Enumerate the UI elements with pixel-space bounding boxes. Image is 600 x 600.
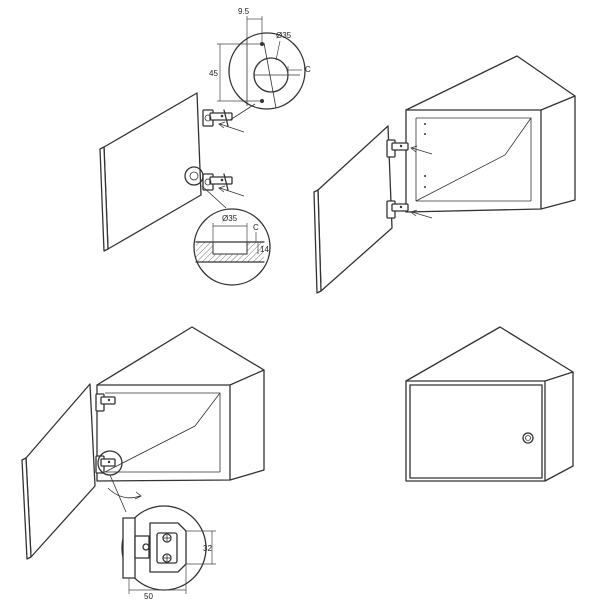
dim-cup-diameter: Ø35 xyxy=(276,31,292,40)
cabinet-body-2 xyxy=(405,55,576,213)
detail-cup-position: 9.5 45 Ø35 C xyxy=(209,7,311,110)
door-panel-3 xyxy=(21,383,96,560)
door-panel xyxy=(99,92,202,252)
dim-section-diameter: Ø35 xyxy=(222,214,238,223)
hinge-upper-3 xyxy=(95,393,116,412)
dim-depth: 14 xyxy=(260,245,269,254)
detail-hinge-adjustment: 32 50 xyxy=(121,505,216,600)
hinge-upper xyxy=(202,109,233,127)
closed-door xyxy=(409,384,543,479)
door-knob xyxy=(522,432,534,444)
screw-arrow-upper xyxy=(218,121,245,133)
hinge-cup-marker xyxy=(184,166,204,186)
detail-cup-section: Ø35 C 14 xyxy=(193,208,271,286)
cabinet-body-3 xyxy=(96,326,265,482)
step1-door-drilling: 9.5 45 Ø35 C Ø35 C xyxy=(99,7,311,286)
dim-hinge-width: 50 xyxy=(144,592,153,600)
dim-c-section: C xyxy=(253,223,259,232)
step2-mount-hinges xyxy=(313,55,576,294)
hinge-lower-2 xyxy=(386,200,409,219)
hinge-lower xyxy=(202,173,233,191)
step4-closed-cabinet xyxy=(405,326,574,482)
dim-spacing: 45 xyxy=(209,69,218,78)
screw-arrow-lower xyxy=(218,185,245,197)
screw-arrow-2b xyxy=(410,209,433,219)
hinge-upper-2 xyxy=(386,139,409,158)
dim-hinge-height: 32 xyxy=(203,544,212,553)
dim-c-top: C xyxy=(305,65,311,74)
door-swing-arrow xyxy=(107,487,142,500)
door-panel-2 xyxy=(313,125,393,294)
step3-adjust-hinge: 32 50 xyxy=(21,326,265,600)
dim-offset: 9.5 xyxy=(238,7,250,16)
screw-arrow-2a xyxy=(410,145,433,155)
